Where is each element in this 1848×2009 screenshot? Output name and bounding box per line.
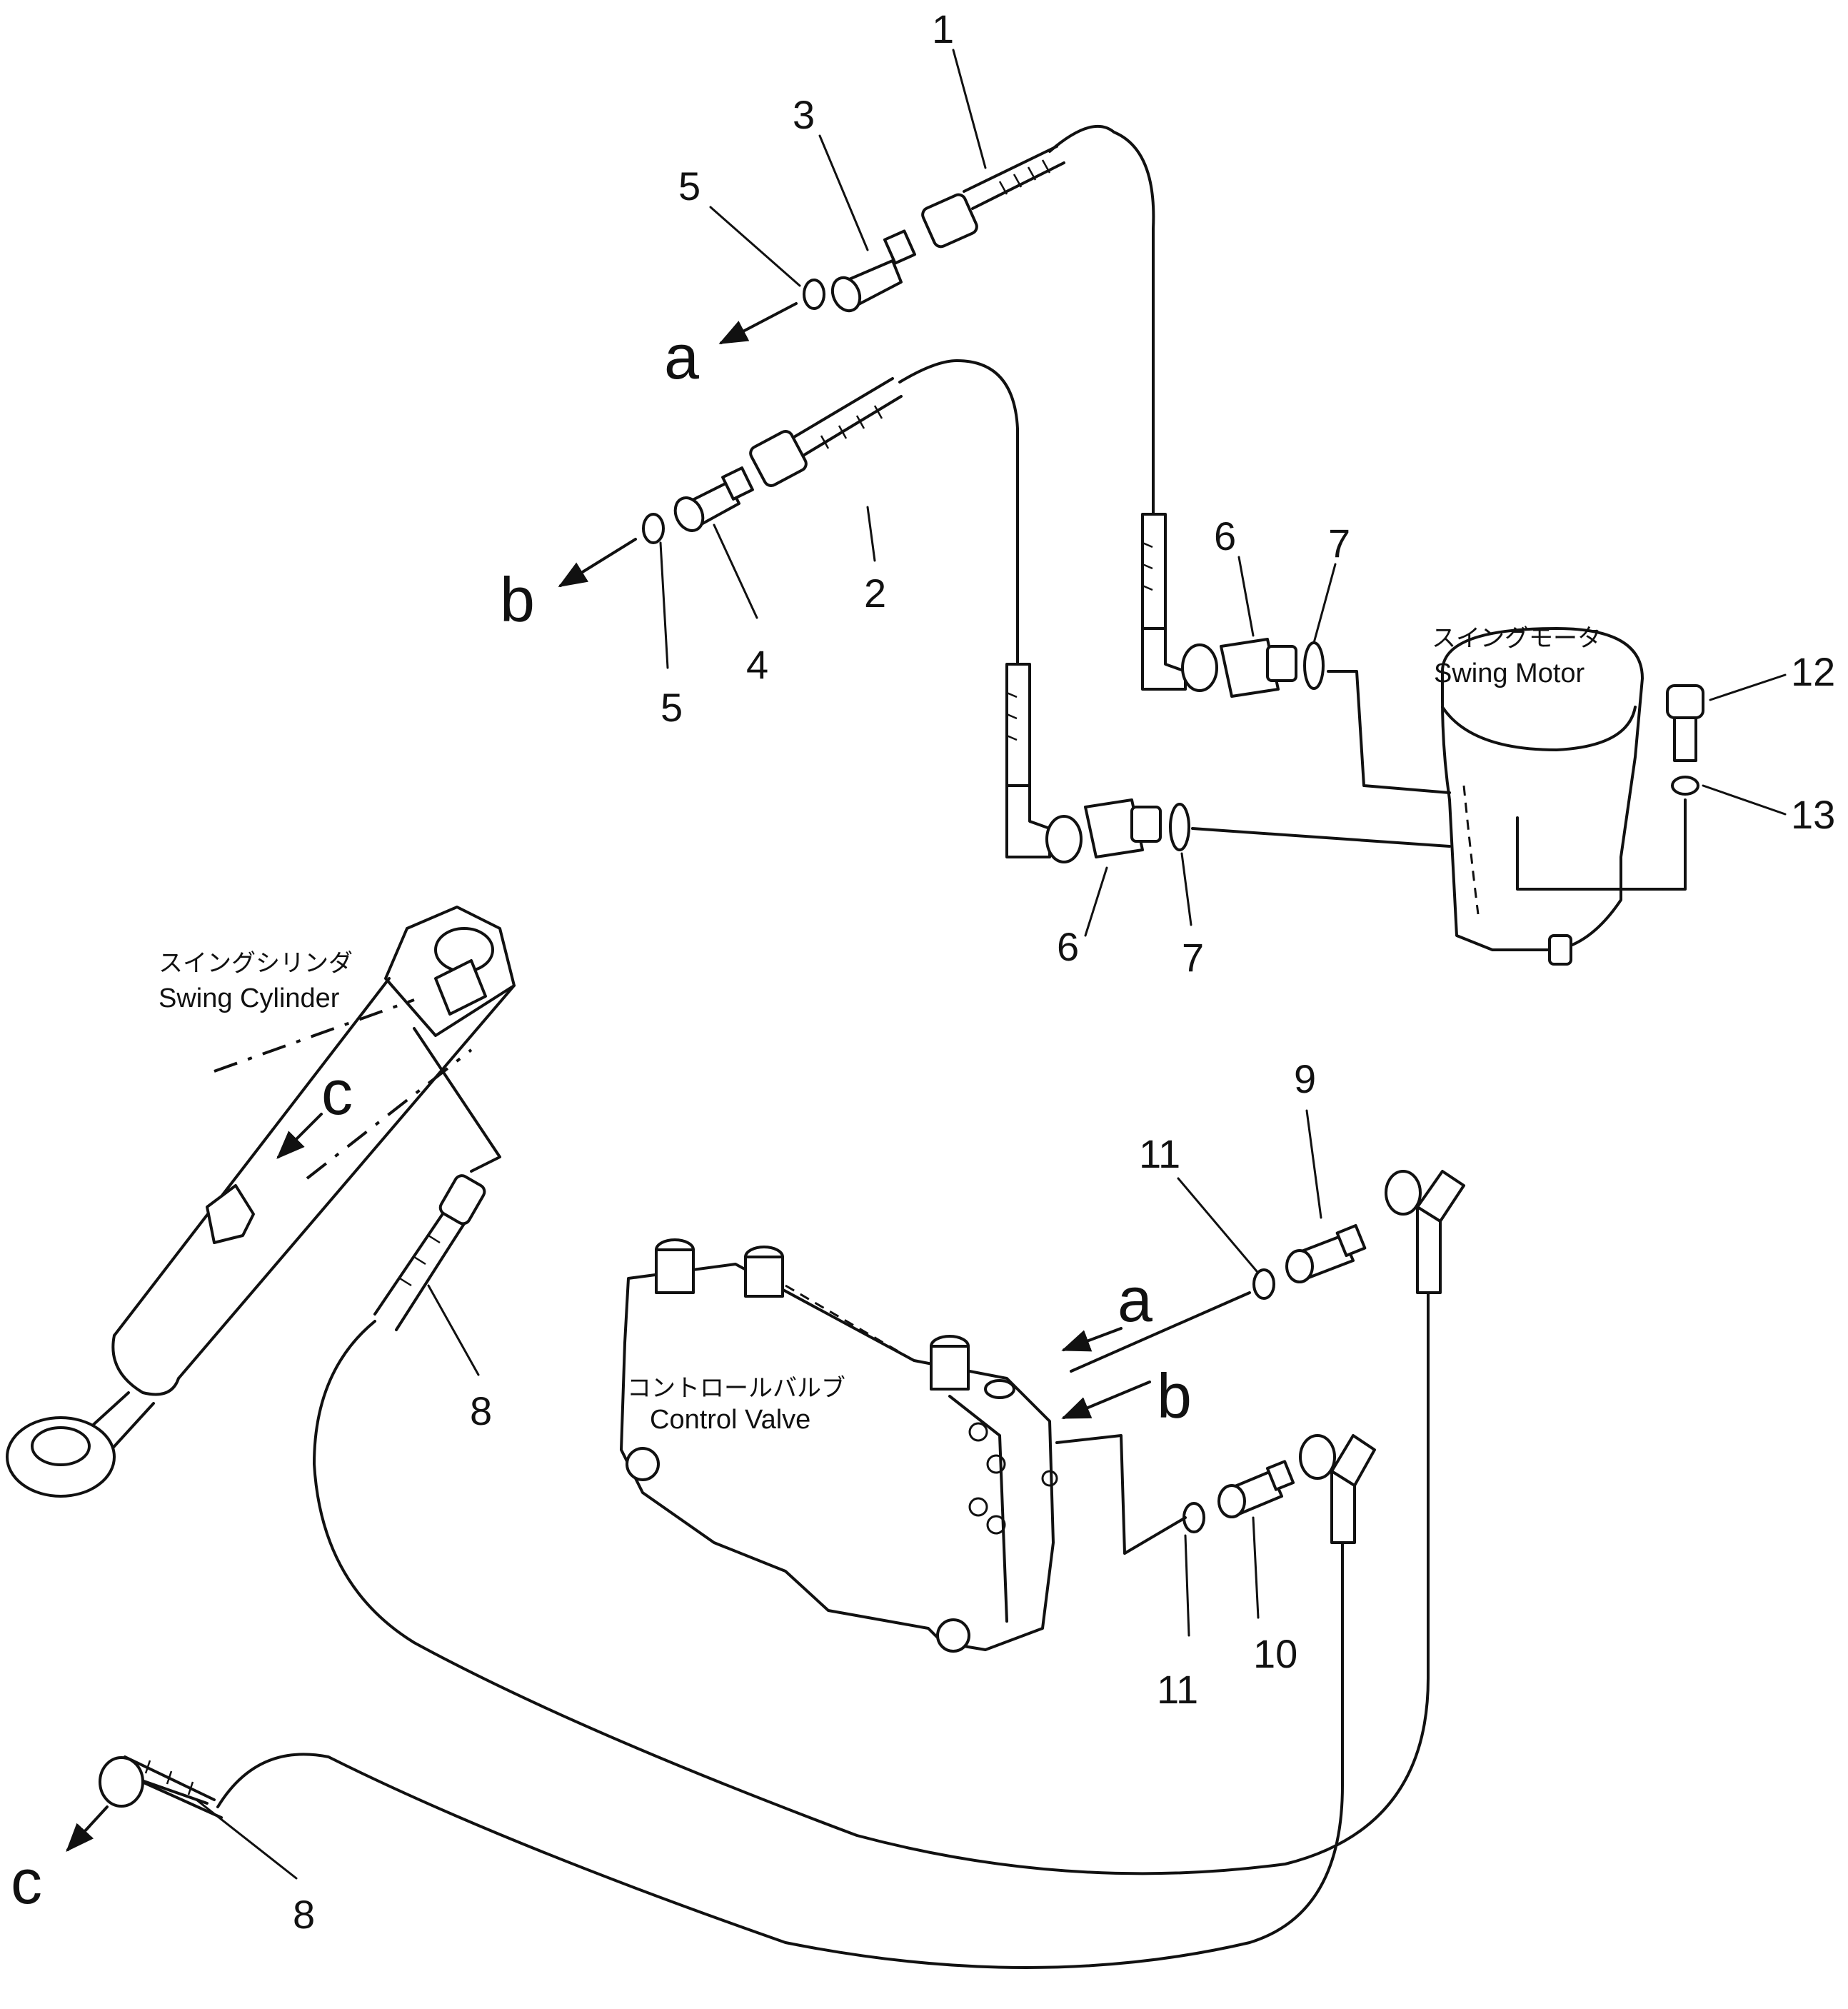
leader-lines — [195, 49, 1787, 1880]
part-number-8: 8 — [470, 1388, 492, 1433]
port-label-c-lower: c — [11, 1846, 42, 1917]
part-number-1: 1 — [932, 6, 954, 51]
part-number-8b: 8 — [293, 1892, 315, 1937]
swing-motor-label-jp: スイングモータ — [1432, 624, 1602, 653]
part-number-12: 12 — [1791, 649, 1835, 694]
part-number-3: 3 — [793, 92, 815, 137]
port-a-arrow-upper — [718, 302, 798, 344]
part-number-6: 6 — [1214, 513, 1236, 558]
o-ring-5-lower — [642, 513, 665, 544]
control-valve-label-jp: コントロールバルブ — [627, 1374, 845, 1403]
part-number-4: 4 — [746, 642, 768, 687]
part-number-9: 9 — [1294, 1056, 1316, 1101]
port-a-leader-valve — [1070, 1291, 1251, 1373]
control-valve — [620, 1238, 1187, 1653]
port-label-a-valve: a — [1118, 1264, 1153, 1335]
fitting-4 — [673, 466, 754, 532]
o-ring-11-upper — [1252, 1268, 1275, 1300]
part-number-13: 13 — [1791, 792, 1835, 837]
swing-cylinder-label-jp: スイングシリンダ — [159, 949, 353, 978]
hose-1 — [921, 125, 1218, 692]
port-label-b: b — [500, 564, 535, 635]
part-number-5b: 5 — [661, 685, 683, 730]
port-a-arrow-valve — [1061, 1327, 1123, 1352]
port-c-arrow-cylinder — [276, 1113, 323, 1159]
swing-cylinder — [6, 906, 516, 1498]
hose-8-upper — [313, 1027, 1465, 1875]
o-ring-5-upper — [803, 279, 825, 310]
part-number-2: 2 — [864, 571, 886, 616]
part-number-11b: 11 — [1157, 1667, 1198, 1712]
swing-motor-label-en: Swing Motor — [1434, 658, 1585, 688]
swing-motor — [1191, 627, 1665, 966]
washer-13 — [1671, 776, 1699, 796]
o-ring-7-upper — [1303, 641, 1325, 690]
part-number-7: 7 — [1328, 521, 1350, 566]
port-b-arrow-upper — [558, 538, 637, 588]
hose-2 — [749, 359, 1083, 863]
port-label-c: c — [321, 1057, 353, 1128]
bolt-12 — [1666, 684, 1704, 762]
adapter-6-lower — [1084, 798, 1162, 858]
part-number-10: 10 — [1253, 1631, 1297, 1676]
fitting-3 — [830, 229, 917, 313]
port-b-arrow-valve — [1061, 1381, 1151, 1419]
part-number-5: 5 — [678, 164, 700, 209]
fitting-10 — [1217, 1460, 1295, 1518]
port-label-a: a — [664, 321, 699, 392]
part-number-6b: 6 — [1057, 924, 1079, 969]
part-number-11: 11 — [1139, 1131, 1180, 1176]
port-c-arrow-lower — [66, 1805, 109, 1852]
fitting-9 — [1285, 1223, 1367, 1283]
port-label-b-valve: b — [1157, 1361, 1192, 1431]
o-ring-11-lower — [1182, 1502, 1205, 1533]
control-valve-label-en: Control Valve — [650, 1405, 810, 1435]
hose-8-lower — [99, 1434, 1376, 1969]
adapter-6-upper — [1220, 638, 1297, 698]
swing-cylinder-label-en: Swing Cylinder — [159, 983, 340, 1013]
part-number-7b: 7 — [1182, 935, 1204, 980]
o-ring-7-lower — [1169, 803, 1190, 851]
